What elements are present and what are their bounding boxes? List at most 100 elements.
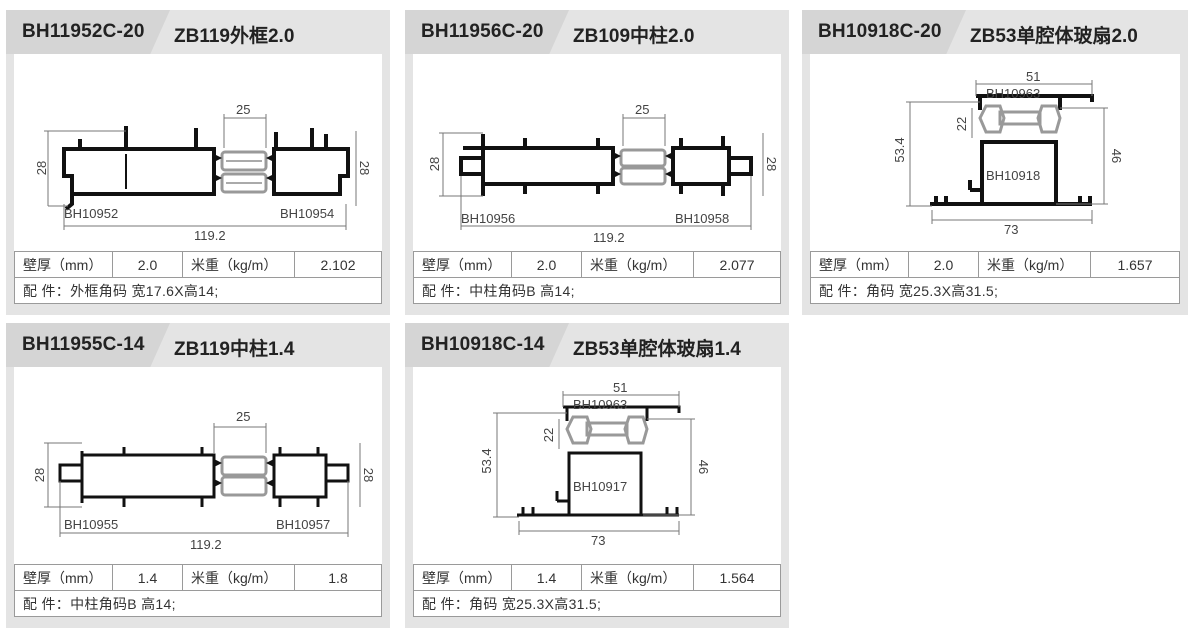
weight-label: 米重（kg/m） bbox=[182, 251, 295, 278]
spec-row: 壁厚（mm） 2.0 米重（kg/m） 2.102 bbox=[14, 251, 382, 278]
dim-height-right: 28 bbox=[764, 157, 779, 171]
dim-total: 119.2 bbox=[593, 230, 625, 245]
dim-glass: 22 bbox=[954, 117, 969, 131]
product-code: BH10918C-14 bbox=[421, 334, 545, 355]
spec-table: 壁厚（mm） 2.0 米重（kg/m） 2.077 配 件：中柱角码B 高14; bbox=[413, 251, 781, 304]
glazing-bead bbox=[565, 415, 649, 445]
code-tab bbox=[405, 10, 569, 54]
profile-drawing: 25 28 28 BH10955 BH10957 119.2 bbox=[14, 367, 382, 564]
weight-label: 米重（kg/m） bbox=[581, 564, 694, 591]
part-right: BH10954 bbox=[280, 206, 334, 221]
thickness-value: 1.4 bbox=[511, 564, 582, 591]
dim-top: 51 bbox=[1026, 69, 1040, 84]
product-name: ZB53单腔体玻扇2.0 bbox=[970, 26, 1138, 47]
weight-value: 2.077 bbox=[693, 251, 781, 278]
dim-total: 119.2 bbox=[190, 537, 222, 552]
profile-shape bbox=[62, 126, 350, 211]
dim-insert: 25 bbox=[236, 102, 250, 117]
fittings-text: 配 件：角码 宽25.3X高31.5; bbox=[413, 590, 781, 617]
spec-table: 壁厚（mm） 1.4 米重（kg/m） 1.564 配 件：角码 宽25.3X高… bbox=[413, 564, 781, 617]
card-header: BH11956C-20 ZB109中柱2.0 bbox=[405, 10, 789, 54]
spec-table: 壁厚（mm） 1.4 米重（kg/m） 1.8 配 件：中柱角码B 高14; bbox=[14, 564, 382, 617]
code-tab bbox=[405, 323, 569, 367]
thickness-label: 壁厚（mm） bbox=[14, 251, 113, 278]
spec-row: 壁厚（mm） 2.0 米重（kg/m） 1.657 bbox=[810, 251, 1180, 278]
part-left: BH10955 bbox=[64, 517, 118, 532]
profile-drawing: 25 28 28 BH10952 BH10954 119.2 bbox=[14, 54, 382, 251]
product-name: ZB119外框2.0 bbox=[174, 26, 295, 47]
product-code: BH11956C-20 bbox=[421, 21, 544, 42]
dimension-lines bbox=[439, 114, 764, 230]
weight-label: 米重（kg/m） bbox=[978, 251, 1091, 278]
product-code: BH11952C-20 bbox=[22, 21, 145, 42]
profile-drawing: 51 BH10963 53.4 22 46 BH10918 73 bbox=[810, 54, 1180, 251]
dim-total: 119.2 bbox=[194, 228, 226, 243]
profile-shape bbox=[58, 447, 350, 507]
part-left: BH10952 bbox=[64, 206, 118, 221]
thermal-strip bbox=[619, 148, 667, 186]
product-card: BH10918C-14 ZB53单腔体玻扇1.4 bbox=[405, 323, 789, 628]
fittings-text: 配 件：中柱角码B 高14; bbox=[14, 590, 382, 617]
card-header: BH11955C-14 ZB119中柱1.4 bbox=[6, 323, 390, 367]
fittings-text: 配 件：外框角码 宽17.6X高14; bbox=[14, 277, 382, 304]
spec-row: 壁厚（mm） 1.4 米重（kg/m） 1.564 bbox=[413, 564, 781, 591]
dimension-lines bbox=[493, 391, 695, 535]
part-top: BH10963 bbox=[573, 397, 627, 412]
dim-total-height: 53.4 bbox=[892, 137, 907, 162]
part-right: BH10957 bbox=[276, 517, 330, 532]
dim-height-left: 28 bbox=[427, 157, 442, 171]
part-right: BH10958 bbox=[675, 211, 729, 226]
card-header: BH10918C-14 ZB53单腔体玻扇1.4 bbox=[405, 323, 789, 367]
spec-row: 壁厚（mm） 1.4 米重（kg/m） 1.8 bbox=[14, 564, 382, 591]
product-name: ZB119中柱1.4 bbox=[174, 339, 295, 360]
dimension-lines bbox=[906, 80, 1108, 224]
part-left: BH10956 bbox=[461, 211, 515, 226]
dim-glass: 22 bbox=[541, 428, 556, 442]
thickness-value: 2.0 bbox=[908, 251, 979, 278]
dim-height-left: 28 bbox=[32, 468, 47, 482]
weight-label: 米重（kg/m） bbox=[182, 564, 295, 591]
product-card: BH11952C-20 ZB119外框2.0 bbox=[6, 10, 390, 315]
thermal-strip bbox=[220, 150, 268, 194]
product-card: BH11955C-14 ZB119中柱1.4 bbox=[6, 323, 390, 628]
weight-value: 2.102 bbox=[294, 251, 382, 278]
weight-value: 1.657 bbox=[1090, 251, 1180, 278]
part-main: BH10917 bbox=[573, 479, 627, 494]
code-tab bbox=[6, 323, 170, 367]
fittings-text: 配 件：角码 宽25.3X高31.5; bbox=[810, 277, 1180, 304]
glazing-bead bbox=[978, 104, 1062, 134]
profile-drawing: 51 BH10963 53.4 22 46 BH10917 73 bbox=[413, 367, 781, 564]
card-header: BH11952C-20 ZB119外框2.0 bbox=[6, 10, 390, 54]
product-card: BH10918C-20 ZB53单腔体玻扇2.0 bbox=[802, 10, 1188, 315]
fitting-row: 配 件：中柱角码B 高14; bbox=[413, 277, 781, 304]
thickness-label: 壁厚（mm） bbox=[810, 251, 909, 278]
thickness-label: 壁厚（mm） bbox=[413, 564, 512, 591]
dim-total-height: 53.4 bbox=[479, 448, 494, 473]
product-name: ZB109中柱2.0 bbox=[573, 26, 695, 47]
spec-table: 壁厚（mm） 2.0 米重（kg/m） 2.102 配 件：外框角码 宽17.6… bbox=[14, 251, 382, 304]
fitting-row: 配 件：外框角码 宽17.6X高14; bbox=[14, 277, 382, 304]
dimension-lines bbox=[44, 114, 357, 230]
part-main: BH10918 bbox=[986, 168, 1040, 183]
product-code: BH10918C-20 bbox=[818, 21, 942, 42]
card-header: BH10918C-20 ZB53单腔体玻扇2.0 bbox=[802, 10, 1188, 54]
dim-insert: 25 bbox=[236, 409, 250, 424]
dim-top: 51 bbox=[613, 380, 627, 395]
weight-label: 米重（kg/m） bbox=[581, 251, 694, 278]
dim-insert: 25 bbox=[635, 102, 649, 117]
profile-drawing: 25 28 28 BH10956 BH10958 119.2 bbox=[413, 54, 781, 251]
dim-right: 46 bbox=[1109, 149, 1124, 163]
profile-shape bbox=[459, 134, 753, 196]
dim-height-left: 28 bbox=[34, 161, 49, 175]
spec-row: 壁厚（mm） 2.0 米重（kg/m） 2.077 bbox=[413, 251, 781, 278]
code-tab bbox=[802, 10, 966, 54]
product-code: BH11955C-14 bbox=[22, 334, 145, 355]
part-top: BH10963 bbox=[986, 86, 1040, 101]
fittings-text: 配 件：中柱角码B 高14; bbox=[413, 277, 781, 304]
dim-height-right: 28 bbox=[357, 161, 372, 175]
dim-bottom: 73 bbox=[1004, 222, 1018, 237]
weight-value: 1.8 bbox=[294, 564, 382, 591]
spec-table: 壁厚（mm） 2.0 米重（kg/m） 1.657 配 件：角码 宽25.3X高… bbox=[810, 251, 1180, 304]
thermal-strip bbox=[220, 455, 268, 497]
thickness-value: 2.0 bbox=[511, 251, 582, 278]
